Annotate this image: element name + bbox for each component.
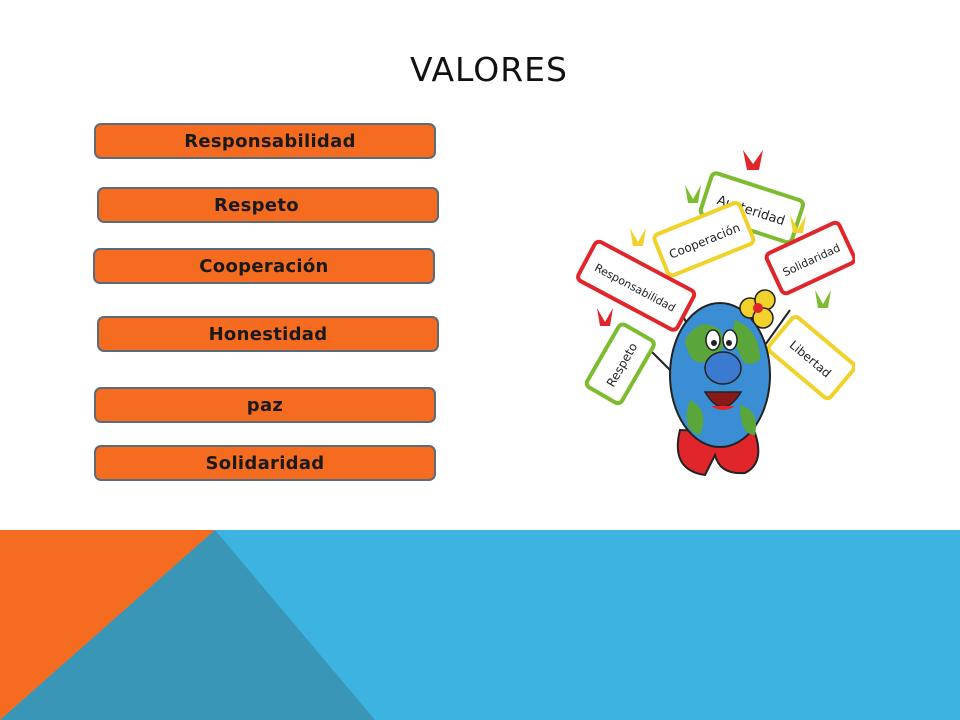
value-box-solidaridad: Solidaridad bbox=[94, 445, 436, 481]
value-label: Respeto bbox=[214, 194, 299, 216]
sign-libertad: Libertad bbox=[766, 315, 855, 401]
footer-decoration bbox=[0, 530, 960, 720]
sign-cooperacion: Cooperación bbox=[652, 201, 756, 278]
value-box-paz: paz bbox=[94, 387, 436, 423]
slide-title: VALORES bbox=[410, 50, 568, 89]
value-label: Responsabilidad bbox=[184, 130, 356, 152]
value-box-respeto: Respeto bbox=[97, 187, 439, 223]
value-label: Honestidad bbox=[208, 323, 328, 345]
values-globe-illustration: Austeridad Cooperación Responsabilidad S… bbox=[576, 150, 855, 477]
value-label: Cooperación bbox=[199, 255, 329, 277]
value-box-responsabilidad: Responsabilidad bbox=[94, 123, 436, 159]
value-box-honestidad: Honestidad bbox=[97, 316, 439, 352]
value-label: Solidaridad bbox=[205, 452, 325, 474]
value-label: paz bbox=[246, 394, 284, 416]
value-box-cooperacion: Cooperación bbox=[93, 248, 435, 284]
globe-character bbox=[669, 289, 776, 448]
sign-solidaridad: Solidaridad bbox=[764, 220, 855, 296]
bow-icon bbox=[597, 150, 831, 326]
sign-responsabilidad: Responsabilidad bbox=[576, 239, 697, 332]
sign-respeto: Respeto bbox=[584, 322, 656, 406]
